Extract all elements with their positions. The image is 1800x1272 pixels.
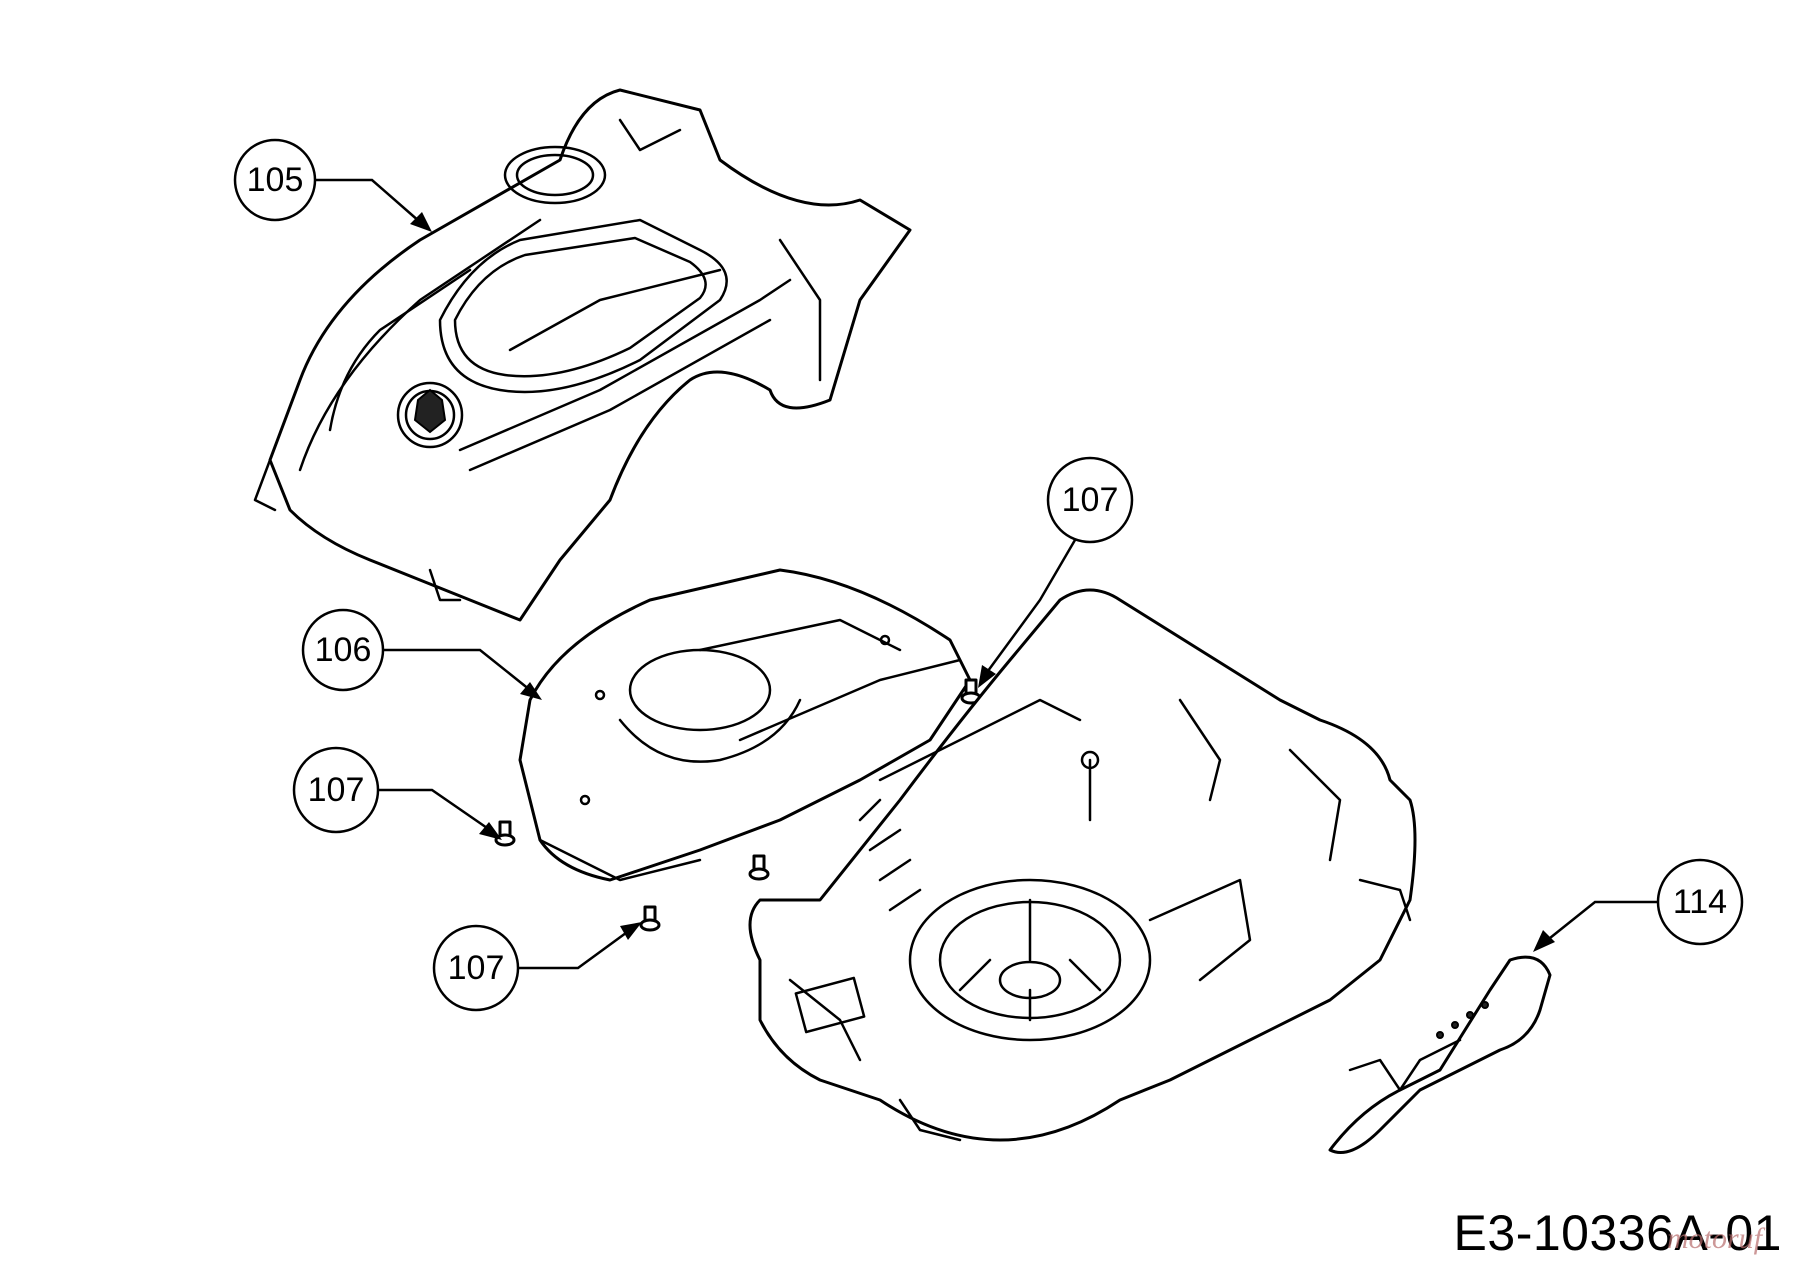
- main-deck-housing: [748, 588, 1417, 1142]
- callout-label-107-left: 107: [308, 771, 365, 809]
- callout-label-107-top: 107: [1062, 481, 1119, 519]
- drawing-code: E3-10336A-01: [1453, 1205, 1782, 1261]
- screw-107-b: [639, 905, 661, 932]
- part-106-inner-cover: [518, 568, 972, 882]
- callout-106: 106: [301, 608, 542, 700]
- callout-label-107-bottom: 107: [448, 949, 505, 987]
- part-114-side-cover: [1328, 955, 1552, 1154]
- callout-107-left: 107: [292, 746, 502, 840]
- callout-114: 114: [1533, 858, 1744, 952]
- screw-107-a: [494, 820, 516, 847]
- callout-label-114: 114: [1673, 883, 1727, 921]
- callout-105: 105: [233, 138, 432, 232]
- callout-107-bottom: 107: [432, 922, 642, 1012]
- callout-107-top: 107: [978, 456, 1134, 688]
- screw-107-c: [748, 854, 770, 881]
- callout-label-105: 105: [247, 161, 304, 199]
- callout-label-106: 106: [315, 631, 372, 669]
- part-105-hood-cover: [253, 88, 912, 622]
- watermark-logo: motoruf: [1666, 1222, 1762, 1255]
